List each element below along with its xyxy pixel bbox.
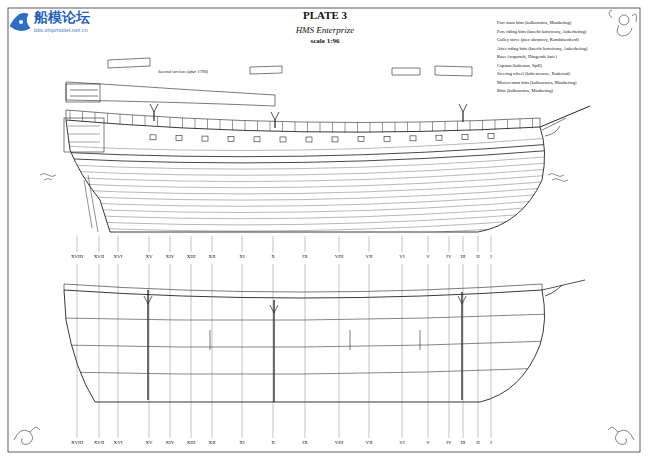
plate-title: PLATE 3 — [303, 9, 347, 21]
planking — [60, 138, 550, 237]
station-number: V — [426, 440, 430, 446]
inboard-profile — [64, 280, 585, 402]
station-number: VIII — [335, 254, 344, 260]
station-number: XIII — [187, 254, 196, 260]
station-number: XIII — [187, 440, 196, 446]
waterline — [40, 174, 568, 182]
station-number: XI — [239, 440, 244, 446]
gun-ports — [150, 134, 494, 142]
watermark-icon — [10, 13, 30, 30]
key-note: Bitts (kolkownica, Mastbeting) — [497, 89, 553, 94]
station-number: IV — [446, 440, 451, 446]
station-number: IV — [446, 254, 451, 260]
key-note: Knee (wspornik, Hängende knie) — [497, 55, 557, 60]
station-number: XVII — [94, 254, 105, 260]
station-lines — [77, 236, 491, 438]
key-note: Steering wheel (koło sterowe, Ruderrad) — [497, 72, 570, 77]
station-number: II — [476, 440, 479, 446]
station-number: IX — [302, 440, 307, 446]
station-number: XIV — [166, 440, 175, 446]
station-number: VII — [366, 254, 373, 260]
station-number: XV — [145, 254, 152, 260]
station-number: III — [461, 254, 466, 260]
station-number: I — [490, 254, 492, 260]
station-number: XV — [145, 440, 152, 446]
station-number: XII — [209, 440, 216, 446]
station-number: VII — [366, 440, 373, 446]
station-number: VIII — [335, 440, 344, 446]
watermark: bbs.shipmodel.net.cn — [34, 28, 88, 34]
key-note: Fore mast bitts (kolkownica, Mastbeting) — [497, 21, 571, 26]
key-note: Mizzen mast bitts (kolkownica, Mastbetin… — [497, 81, 577, 86]
dragon-ornament — [14, 427, 634, 444]
key-note: Capstan (kabestan, Spill) — [497, 64, 542, 69]
station-number: IX — [302, 254, 307, 260]
station-number: V — [426, 254, 430, 260]
station-number: XVII — [94, 440, 105, 446]
variant-note: Second version (after 1790) — [158, 70, 208, 75]
frame — [8, 8, 640, 452]
key-note: Galley stove (piec okrętowy, Kombüsenher… — [497, 38, 579, 43]
station-number: XVI — [114, 440, 123, 446]
station-number: XI — [239, 254, 244, 260]
station-number: XII — [209, 254, 216, 260]
cherub-ornament — [609, 10, 637, 36]
station-number: I — [490, 440, 492, 446]
heading-text: HMS Enterprize — [296, 26, 355, 36]
rail-stanchions — [70, 110, 533, 132]
quarterdeck-variant — [66, 58, 472, 106]
station-number: X — [271, 440, 275, 446]
station-number: III — [461, 440, 466, 446]
heading-text: scale 1:96 — [311, 38, 340, 46]
station-number: XVI — [114, 254, 123, 260]
key-note: Fore riding bitts (knecht kotwiczny, Ank… — [497, 30, 586, 35]
station-number: VI — [399, 254, 404, 260]
station-number: II — [476, 254, 479, 260]
watermark: 船模论坛 — [34, 10, 90, 25]
station-number: XVIII — [71, 254, 83, 260]
key-note: After riding bitts (knecht kotwiczny, An… — [497, 47, 587, 52]
station-number: XIV — [166, 254, 175, 260]
station-number: VI — [399, 440, 404, 446]
station-number: XVIII — [71, 440, 83, 446]
station-number: X — [271, 254, 275, 260]
